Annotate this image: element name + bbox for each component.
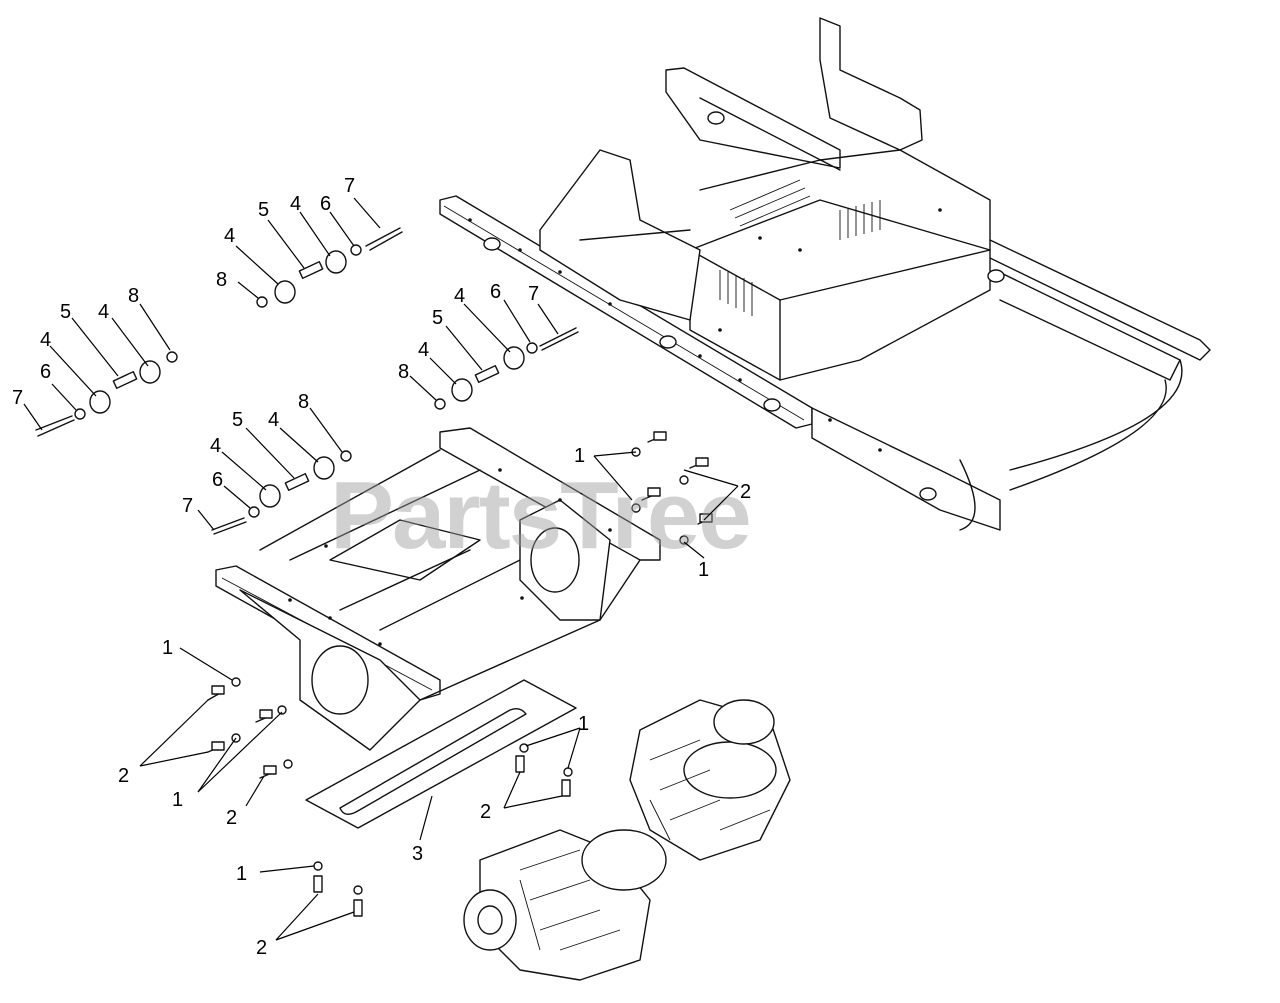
callout-1: 1 [578,713,589,735]
transaxle-rear [629,699,791,861]
callout-4: 4 [224,225,235,247]
callout-5: 5 [432,307,443,329]
callout-6: 6 [320,193,331,215]
isolator-set-b [35,351,178,437]
callout-8: 8 [216,269,227,291]
fastener-cluster-left [207,677,293,779]
fastener-cluster-bottom [313,861,363,917]
main-frame [439,17,1211,531]
callout-5: 5 [60,301,71,323]
callout-1: 1 [698,559,709,581]
callout-7: 7 [344,175,355,197]
isolator-set-c [434,327,579,410]
callout-4: 4 [454,285,465,307]
callout-2: 2 [480,801,491,823]
callout-4: 4 [98,301,109,323]
fastener-cluster-plate [515,743,573,797]
callout-2: 2 [740,481,751,503]
callout-1: 1 [162,637,173,659]
leader-lines [23,197,739,941]
transaxle-front [463,829,667,981]
callout-7: 7 [528,283,539,305]
callout-3: 3 [412,843,423,865]
callout-4: 4 [268,409,279,431]
watermark-text: PartsTree [330,462,750,569]
callout-1: 1 [574,445,585,467]
callout-6: 6 [212,469,223,491]
callout-8: 8 [298,391,309,413]
callout-6: 6 [490,281,501,303]
callout-7: 7 [12,387,23,409]
callout-4: 4 [210,435,221,457]
callout-2: 2 [256,937,267,959]
callout-1: 1 [236,863,247,885]
bottom-plate [305,679,577,829]
callout-8: 8 [128,285,139,307]
callout-5: 5 [258,199,269,221]
callout-8: 8 [398,361,409,383]
sub-frame [215,427,661,751]
callout-2: 2 [226,807,237,829]
callout-7: 7 [182,495,193,517]
callout-4: 4 [40,329,51,351]
callout-5: 5 [232,409,243,431]
callout-2: 2 [118,765,129,787]
callout-6: 6 [40,361,51,383]
callout-1: 1 [172,789,183,811]
callout-4: 4 [418,339,429,361]
isolator-set-d [211,450,352,535]
callout-4: 4 [290,193,301,215]
callout-labels: 1 2 1 7 6 4 5 4 8 8 4 5 4 6 7 8 4 5 4 6 … [12,175,751,959]
isolator-set-a [256,227,403,308]
